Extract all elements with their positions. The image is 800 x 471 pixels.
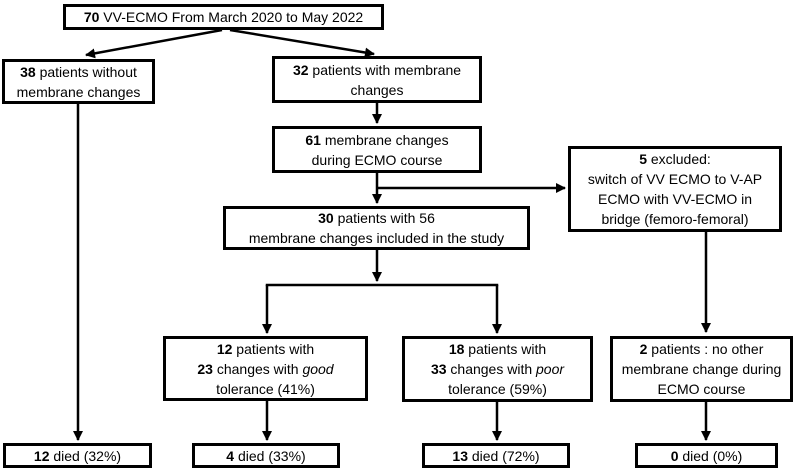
good-patients-count: 12: [216, 340, 233, 357]
no-other-label-2: membrane change during: [621, 361, 782, 377]
with-changes-count: 32: [292, 61, 309, 78]
no-changes-label-2: membrane changes: [16, 83, 141, 100]
died-no-changes-count: 12: [33, 447, 50, 464]
poor-patients-count: 18: [448, 341, 465, 357]
box-good-tolerance: 12 patients with 23 changes with good to…: [163, 336, 368, 401]
good-label-2: changes with: [212, 360, 303, 377]
arrow-total-to-with-changes: [229, 28, 375, 58]
box-poor-tolerance: 18 patients with 33 changes with poor to…: [402, 336, 593, 402]
with-changes-label-1: patients with membrane: [308, 61, 462, 78]
changes61-label-2: during ECMO course: [311, 151, 443, 168]
good-label-1: patients with: [232, 340, 315, 357]
good-italic: good: [302, 360, 334, 377]
no-other-count: 2: [639, 341, 648, 357]
box-with-membrane-changes: 32 patients with membrane changes: [272, 56, 482, 103]
changes61-count: 61: [305, 131, 321, 148]
no-changes-label-1: patients without: [35, 63, 137, 80]
excluded-count: 5: [639, 151, 647, 167]
died-no-other-count: 0: [670, 447, 679, 464]
included-count: 30: [318, 210, 334, 226]
poor-changes-count: 33: [430, 361, 447, 377]
died-no-changes-label: died (32%): [49, 447, 122, 464]
box-no-other-change: 2 patients : no other membrane change du…: [610, 336, 793, 402]
poor-label-2: changes with: [446, 361, 537, 377]
box-membrane-changes-count: 61 membrane changes during ECMO course: [272, 126, 482, 173]
died-good-count: 4: [226, 447, 235, 464]
with-changes-label-2: changes: [350, 81, 404, 98]
excluded-label-3: ECMO with VV-ECMO in: [597, 191, 753, 207]
box-died-poor: 13 died (72%): [422, 443, 570, 468]
no-changes-count: 38: [20, 63, 36, 80]
no-other-label-1: patients : no other: [647, 341, 764, 357]
total-count: 70: [83, 9, 100, 25]
died-poor-label: died (72%): [467, 447, 540, 464]
box-died-good: 4 died (33%): [192, 443, 340, 468]
box-study-included: 30 patients with 56 membrane changes inc…: [223, 206, 530, 250]
poor-label-1: patients with: [464, 341, 547, 357]
excluded-label-4: bridge (femoro-femoral): [601, 211, 749, 227]
included-label-2: membrane changes included in the study: [248, 230, 505, 246]
included-label-1: patients with 56: [333, 210, 435, 226]
excluded-label-1: excluded:: [646, 151, 711, 167]
box-total-cohort: 70 VV-ECMO From March 2020 to May 2022: [63, 4, 384, 30]
died-no-other-label: died (0%): [678, 447, 743, 464]
died-poor-count: 13: [452, 447, 468, 464]
box-no-membrane-changes: 38 patients without membrane changes: [2, 59, 155, 104]
changes61-label-1: membrane changes: [320, 131, 449, 148]
died-good-label: died (33%): [234, 447, 306, 464]
box-died-no-other: 0 died (0%): [635, 443, 778, 468]
box-died-no-changes: 12 died (32%): [3, 443, 152, 468]
total-label: VV-ECMO From March 2020 to May 2022: [99, 9, 364, 25]
arrow-total-to-no-changes: [85, 28, 223, 59]
good-label-3: tolerance (41%): [216, 380, 315, 397]
box-excluded: 5 excluded: switch of VV ECMO to V-AP EC…: [568, 146, 782, 232]
excluded-label-2: switch of VV ECMO to V-AP: [587, 171, 763, 187]
no-other-label-3: ECMO course: [657, 381, 746, 397]
good-changes-count: 23: [197, 360, 213, 377]
poor-label-3: tolerance (59%): [448, 381, 547, 397]
poor-italic: poor: [536, 361, 565, 377]
